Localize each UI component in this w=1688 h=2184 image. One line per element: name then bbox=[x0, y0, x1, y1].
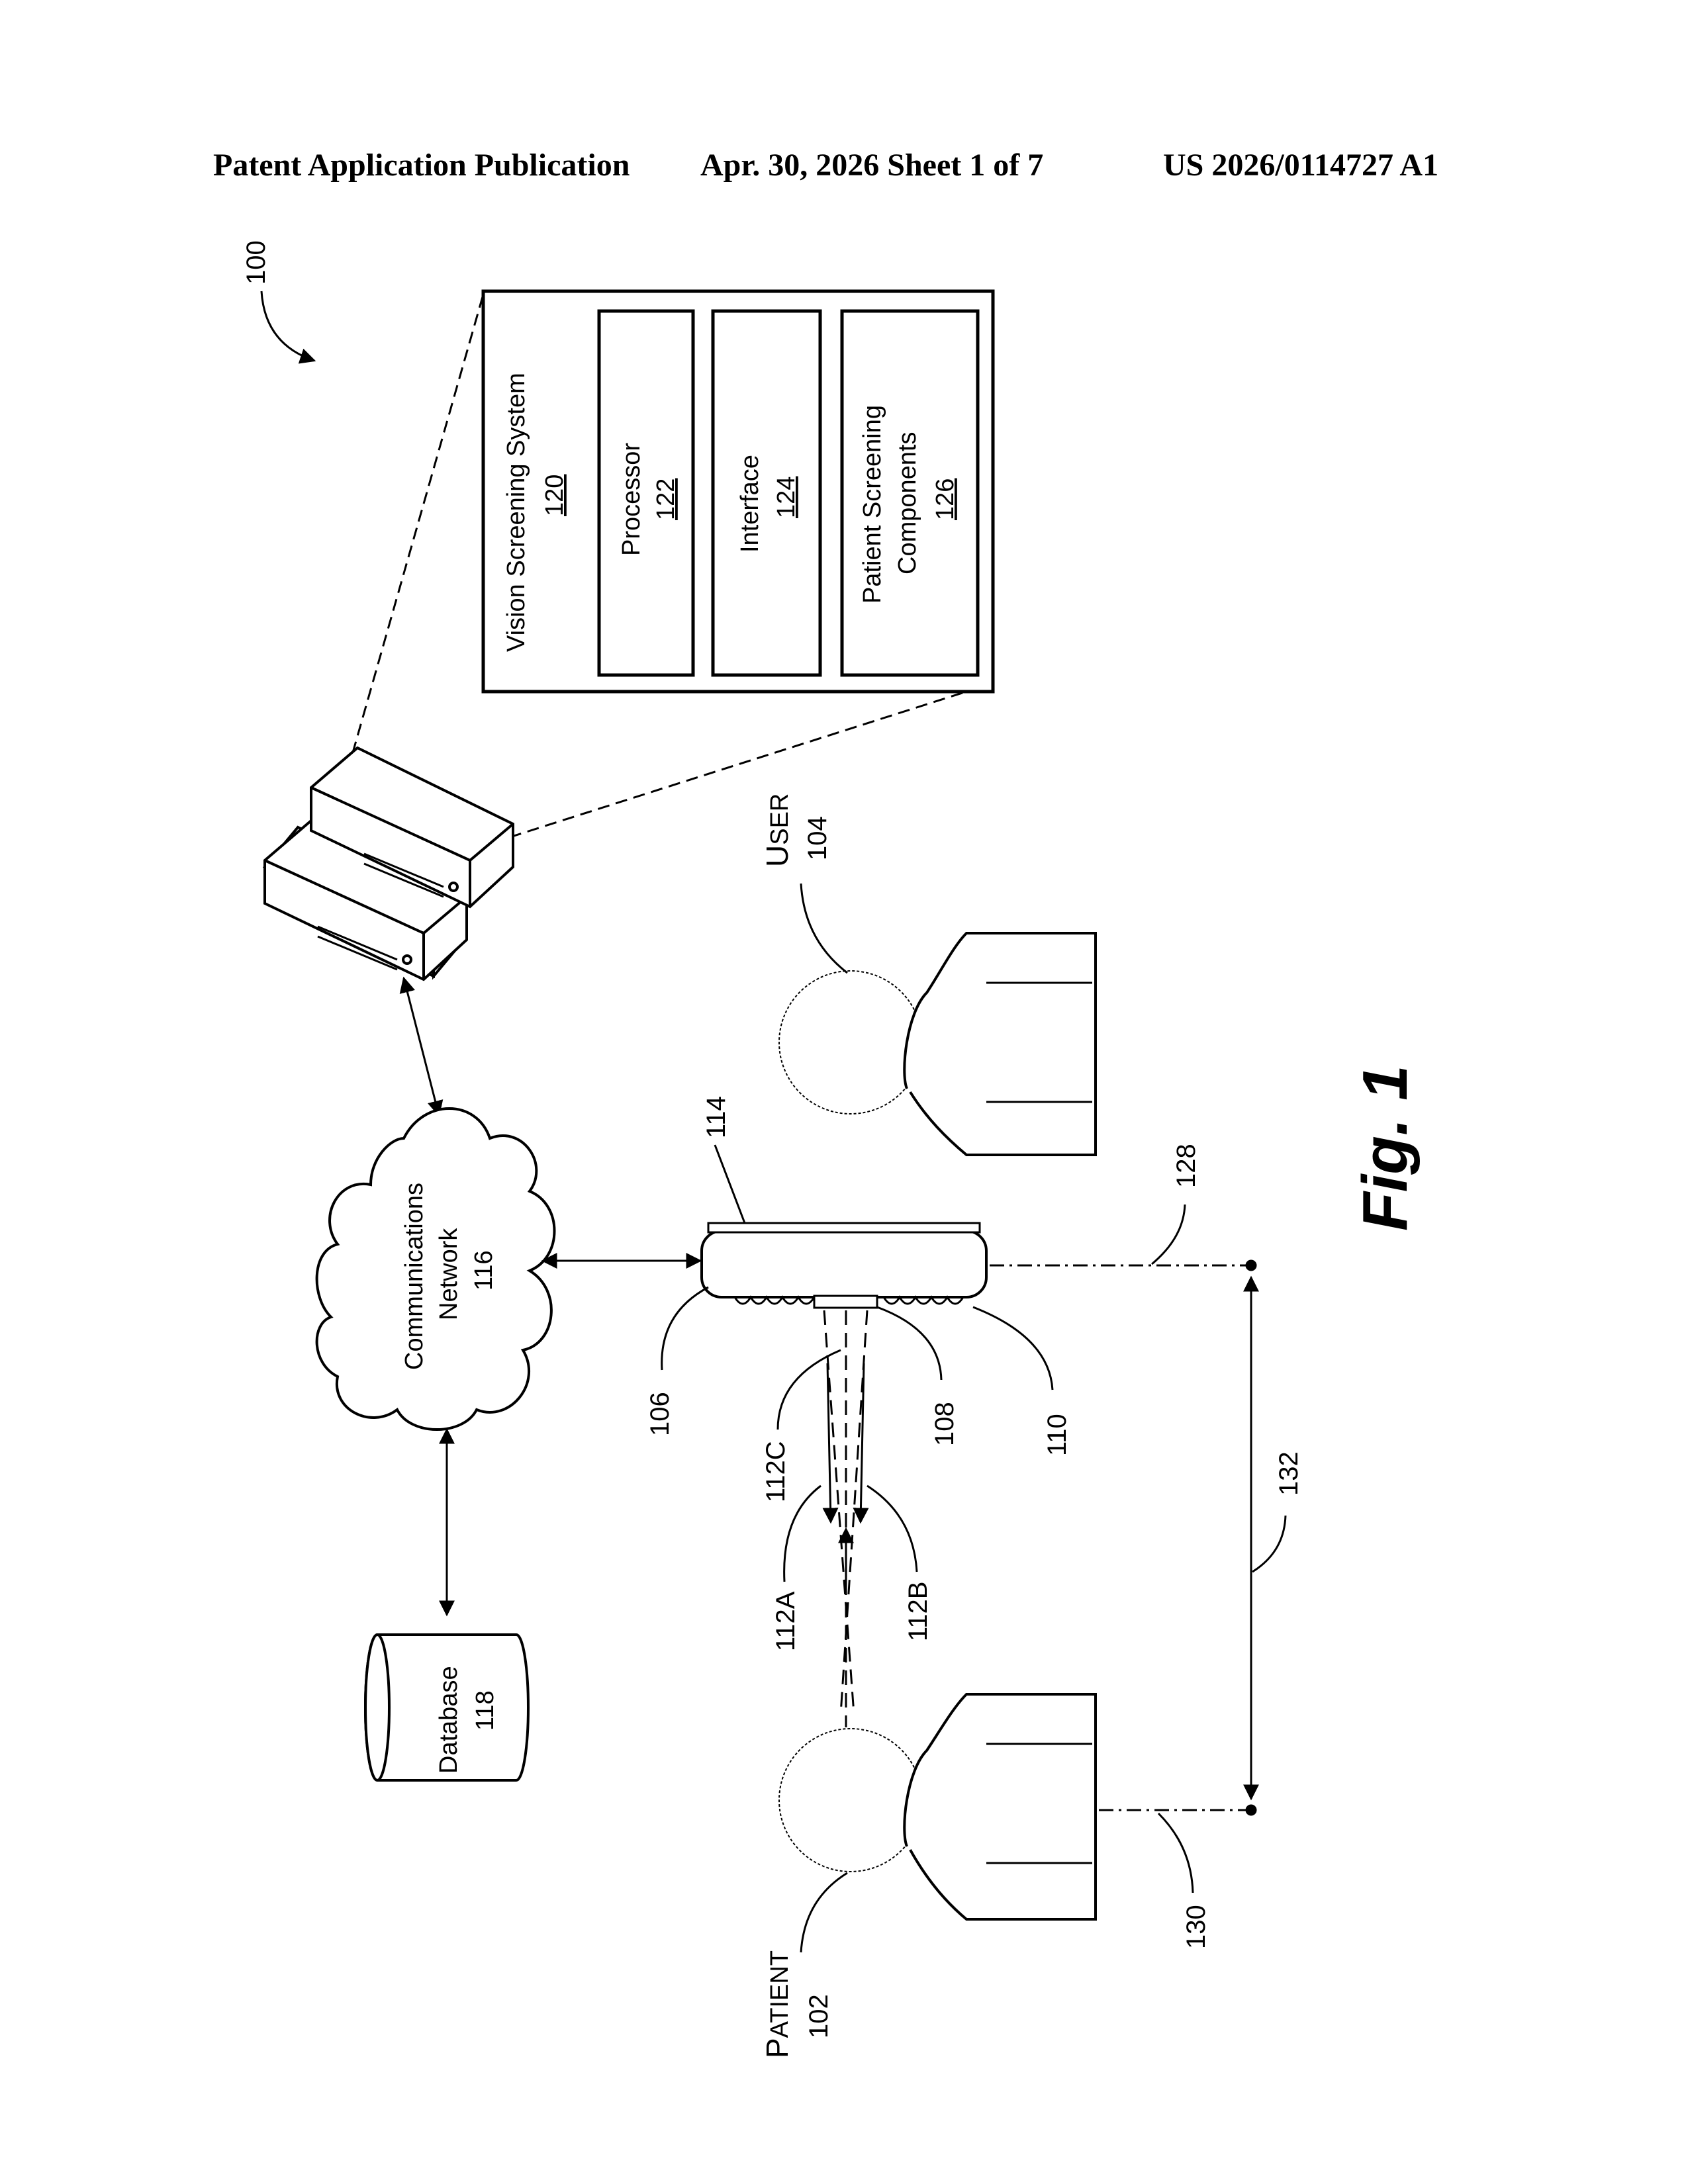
ref-lights: 110 bbox=[1043, 1414, 1072, 1456]
figure-label: Fig. 1 bbox=[1350, 1065, 1421, 1231]
ref-device-axis: 128 bbox=[1172, 1144, 1201, 1188]
patient-screening-label-2: Components bbox=[894, 432, 921, 574]
patient-screening-ref: 126 bbox=[931, 478, 959, 520]
ref-lights-leader bbox=[973, 1307, 1053, 1390]
device-body bbox=[702, 1231, 986, 1297]
vision-system-box: Vision Screening System 120 Processor 12… bbox=[483, 291, 993, 692]
ref-beam-a: 112A bbox=[771, 1591, 800, 1651]
server-network-arrow bbox=[404, 978, 439, 1115]
user-body bbox=[904, 933, 1096, 1155]
processor-ref: 122 bbox=[652, 478, 680, 520]
database-label: Database bbox=[435, 1666, 463, 1774]
ref-100-label: 100 bbox=[242, 240, 271, 285]
patient-figure bbox=[779, 1694, 1096, 1919]
user-figure bbox=[779, 933, 1096, 1155]
screening-device bbox=[702, 1223, 986, 1308]
network-label-2: Network bbox=[435, 1228, 463, 1320]
zoom-line-top bbox=[348, 295, 483, 771]
user-label: USER 104 bbox=[760, 794, 847, 973]
ref-beam-b-leader bbox=[867, 1486, 917, 1572]
network-label-1: Communications bbox=[400, 1183, 428, 1370]
system-ref-100: 100 bbox=[242, 240, 314, 361]
patient-axis-dot bbox=[1246, 1805, 1256, 1815]
network-ref: 116 bbox=[470, 1250, 498, 1291]
user-ref: 104 bbox=[803, 816, 832, 860]
ref-device-leader bbox=[662, 1287, 708, 1370]
processor-box: Processor 122 bbox=[599, 311, 693, 675]
patient-ref-leader bbox=[801, 1873, 847, 1952]
interface-ref: 124 bbox=[773, 477, 800, 518]
vision-system-ref: 120 bbox=[541, 475, 569, 516]
beam-a bbox=[824, 1310, 854, 1714]
patient-body bbox=[904, 1694, 1096, 1919]
user-ref-leader bbox=[801, 884, 847, 973]
database-icon: Database 118 bbox=[365, 1635, 528, 1780]
patient-screening-label-1: Patient Screening bbox=[859, 405, 886, 604]
light-beams bbox=[824, 1310, 867, 1727]
patient-ref: 102 bbox=[804, 1994, 833, 2038]
zoom-line-bottom bbox=[510, 692, 966, 837]
patient-label-rest: ATIENT bbox=[766, 1950, 794, 2038]
ref-100-arrow bbox=[261, 291, 314, 361]
vision-system-title: Vision Screening System bbox=[502, 373, 530, 652]
svg-text:PATIENT: PATIENT bbox=[760, 1950, 794, 2058]
user-label-rest: SER bbox=[766, 794, 794, 845]
interface-box: Interface 124 bbox=[713, 311, 820, 675]
device-display bbox=[708, 1223, 980, 1232]
interface-label: Interface bbox=[736, 455, 764, 553]
patient-screening-box: Patient Screening Components 126 bbox=[842, 311, 978, 675]
processor-label: Processor bbox=[618, 443, 645, 556]
ref-patient-axis: 130 bbox=[1182, 1905, 1211, 1949]
patient-label: PATIENT 102 bbox=[760, 1873, 847, 2058]
server-icon bbox=[265, 748, 513, 979]
patient-head bbox=[779, 1729, 922, 1872]
svg-text:USER: USER bbox=[760, 794, 794, 867]
ref-patient-axis-leader bbox=[1158, 1813, 1193, 1893]
ref-beam-c: 112C bbox=[761, 1441, 790, 1502]
device-axis-dot bbox=[1246, 1260, 1256, 1271]
ref-sensor: 108 bbox=[930, 1402, 959, 1446]
database-ref: 118 bbox=[471, 1690, 499, 1731]
ref-display: 114 bbox=[702, 1096, 731, 1138]
ref-sensor-leader bbox=[877, 1307, 941, 1380]
user-label-first: U bbox=[760, 845, 794, 867]
ref-distance-leader bbox=[1252, 1516, 1286, 1572]
ref-device-axis-leader bbox=[1152, 1205, 1185, 1264]
ref-beam-b: 112B bbox=[904, 1582, 933, 1641]
device-sensor bbox=[814, 1296, 877, 1308]
ref-distance: 132 bbox=[1274, 1451, 1303, 1496]
ref-device: 106 bbox=[645, 1392, 675, 1436]
network-cloud: Communications Network 116 bbox=[317, 1109, 555, 1430]
ref-beam-c-leader bbox=[778, 1350, 841, 1430]
patient-label-first: P bbox=[760, 2038, 794, 2058]
user-head bbox=[779, 971, 922, 1114]
ref-display-leader bbox=[715, 1145, 745, 1223]
